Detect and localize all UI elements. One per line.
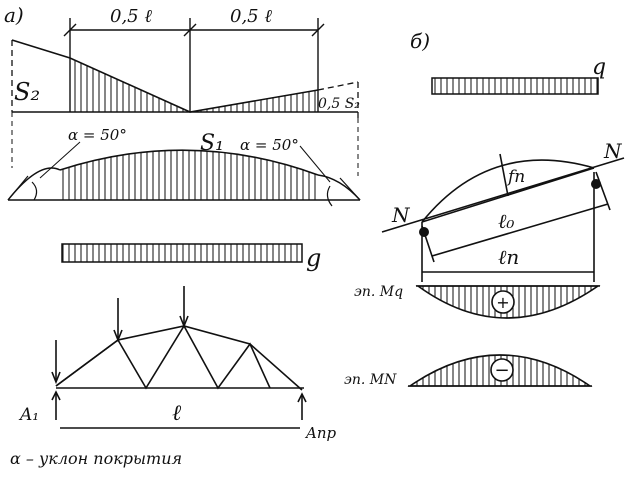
- dim-right-label: 0,5 ℓ: [230, 6, 272, 27]
- load-g-label: g: [306, 244, 321, 272]
- s2-half-label: 0,5 S₂: [318, 96, 360, 112]
- arch-element: [381, 153, 625, 319]
- top-dimension: [63, 18, 325, 112]
- support-left-label: A₁: [18, 405, 39, 425]
- s1-load-diagram: [7, 141, 361, 207]
- n-left-node: [419, 227, 429, 237]
- dim-left-label: 0,5 ℓ: [110, 6, 152, 27]
- l0-label: ℓ₀: [498, 209, 514, 233]
- truss: [51, 286, 307, 429]
- support-right-label: Aпр: [304, 424, 336, 442]
- f-label: fп: [506, 167, 525, 187]
- mq-label: эп. Mq: [354, 284, 403, 300]
- n-right-node: [591, 179, 601, 189]
- load-g-bar: [61, 243, 303, 263]
- n-top-label: N: [603, 139, 623, 163]
- s2-load-diagram: [11, 39, 359, 118]
- ln-label: ℓп: [498, 245, 519, 269]
- s2-label: S₂: [14, 78, 40, 106]
- plus-circle: [491, 290, 515, 314]
- caption: α – уклон покрытия: [10, 449, 182, 468]
- panel-b-label: б): [410, 29, 430, 53]
- mn-label: эп. MN: [344, 372, 397, 388]
- load-q-label: q: [592, 55, 606, 80]
- alpha-right-label: α = 50°: [240, 136, 299, 154]
- minus-sign: −: [494, 360, 509, 381]
- s1-label: S₁: [200, 131, 224, 156]
- projection-lines: [11, 112, 359, 176]
- plus-sign: +: [496, 293, 509, 312]
- panel-a-label: а): [4, 3, 24, 27]
- span-label: ℓ: [172, 401, 182, 426]
- n-left-label: N: [391, 203, 411, 227]
- load-q-bar: [431, 77, 599, 95]
- alpha-left-label: α = 50°: [68, 126, 127, 144]
- minus-circle: [490, 358, 514, 382]
